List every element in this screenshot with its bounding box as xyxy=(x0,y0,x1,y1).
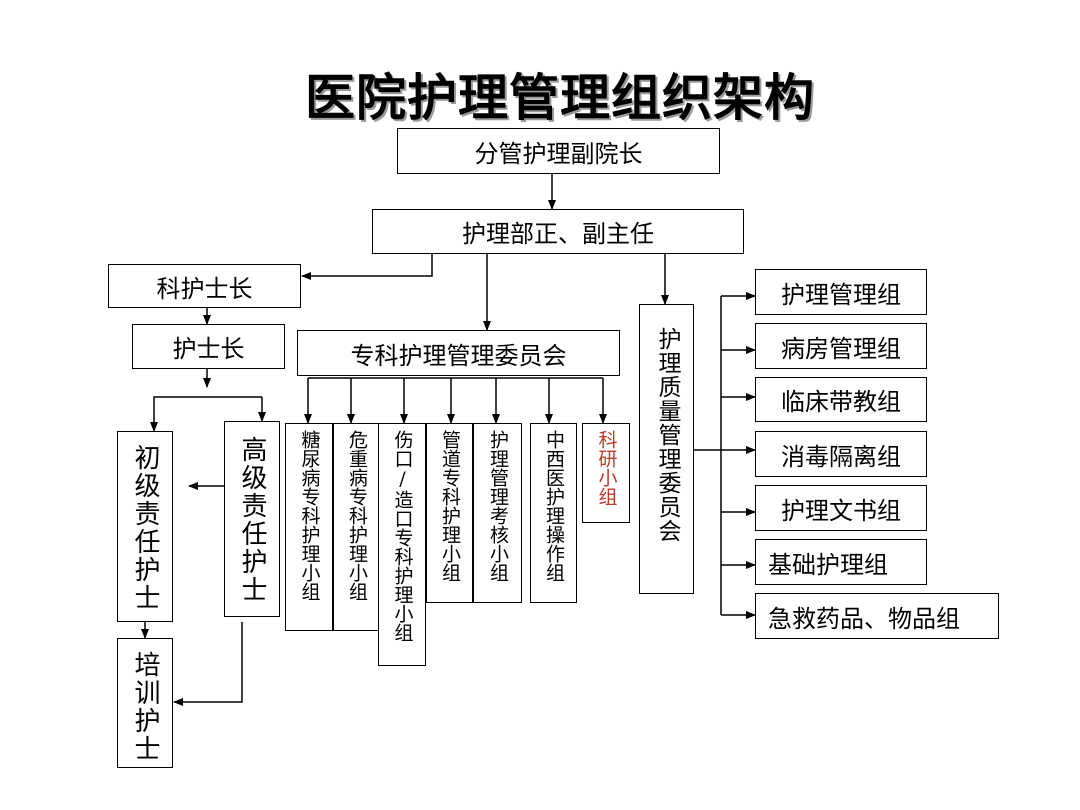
node-junior-nurse: 初级责任护士 xyxy=(117,431,173,622)
quality-group-1: 护理管理组 xyxy=(755,269,927,315)
group-label: 伤口/造口专科护理小组 xyxy=(391,430,414,642)
node-trainee-nurse: 培训护士 xyxy=(117,638,173,768)
node-dept-head-nurse: 科护士长 xyxy=(108,264,301,308)
quality-group-6: 基础护理组 xyxy=(755,539,927,585)
node-quality-committee: 护理质量管理委员会 xyxy=(639,304,694,594)
group-label: 基础护理组 xyxy=(768,550,888,579)
link-split-junior xyxy=(150,396,262,432)
node-specialty-committee: 专科护理管理委员会 xyxy=(297,330,620,376)
group-label: 科研小组 xyxy=(595,430,618,506)
specialty-group-1: 糖尿病专科护理小组 xyxy=(285,423,333,631)
specialty-group-7: 科研小组 xyxy=(582,423,630,523)
node-label: 专科护理管理委员会 xyxy=(350,341,567,370)
quality-group-4: 消毒隔离组 xyxy=(755,431,927,477)
node-label: 初级责任护士 xyxy=(130,444,160,612)
specialty-group-3: 伤口/造口专科护理小组 xyxy=(378,423,426,666)
group-label: 急救药品、物品组 xyxy=(768,604,960,633)
specialty-group-6: 中西医护理操作组 xyxy=(530,423,577,603)
group-label: 病房管理组 xyxy=(781,334,901,363)
node-senior-nurse: 高级责任护士 xyxy=(224,421,280,617)
page-title: 医院护理管理组织架构 xyxy=(305,69,815,127)
group-label: 临床带教组 xyxy=(781,388,901,416)
quality-group-2: 病房管理组 xyxy=(755,323,927,369)
node-vice-president: 分管护理副院长 xyxy=(397,128,720,174)
node-nursing-dept: 护理部正、副主任 xyxy=(372,209,744,254)
group-label: 护理文书组 xyxy=(781,496,901,525)
group-label: 消毒隔离组 xyxy=(781,442,901,471)
specialty-group-5: 护理管理考核小组 xyxy=(473,423,522,603)
node-label: 护理质量管理委员会 xyxy=(654,327,680,543)
link-senior-trainee xyxy=(173,622,243,706)
group-label: 危重病专科护理小组 xyxy=(346,430,368,601)
node-label: 护理部正、副主任 xyxy=(462,220,654,248)
specialty-group-2: 危重病专科护理小组 xyxy=(333,423,380,631)
group-label: 护理管理考核小组 xyxy=(487,430,509,582)
group-label: 糖尿病专科护理小组 xyxy=(298,430,321,601)
node-label: 培训护士 xyxy=(130,651,160,763)
node-head-nurse: 护士长 xyxy=(132,324,285,369)
quality-group-5: 护理文书组 xyxy=(755,485,927,531)
group-label: 中西医护理操作组 xyxy=(543,430,565,582)
quality-group-3: 临床带教组 xyxy=(755,377,927,422)
node-label: 护士长 xyxy=(172,335,245,363)
quality-group-7: 急救药品、物品组 xyxy=(755,593,999,639)
group-label: 护理管理组 xyxy=(781,280,901,309)
group-label: 管道专科护理小组 xyxy=(439,430,461,582)
link-dept-deptheadnurse xyxy=(301,254,433,280)
node-label: 分管护理副院长 xyxy=(474,139,643,168)
node-label: 高级责任护士 xyxy=(237,436,267,604)
node-label: 科护士长 xyxy=(156,274,253,303)
specialty-group-4: 管道专科护理小组 xyxy=(426,423,473,603)
